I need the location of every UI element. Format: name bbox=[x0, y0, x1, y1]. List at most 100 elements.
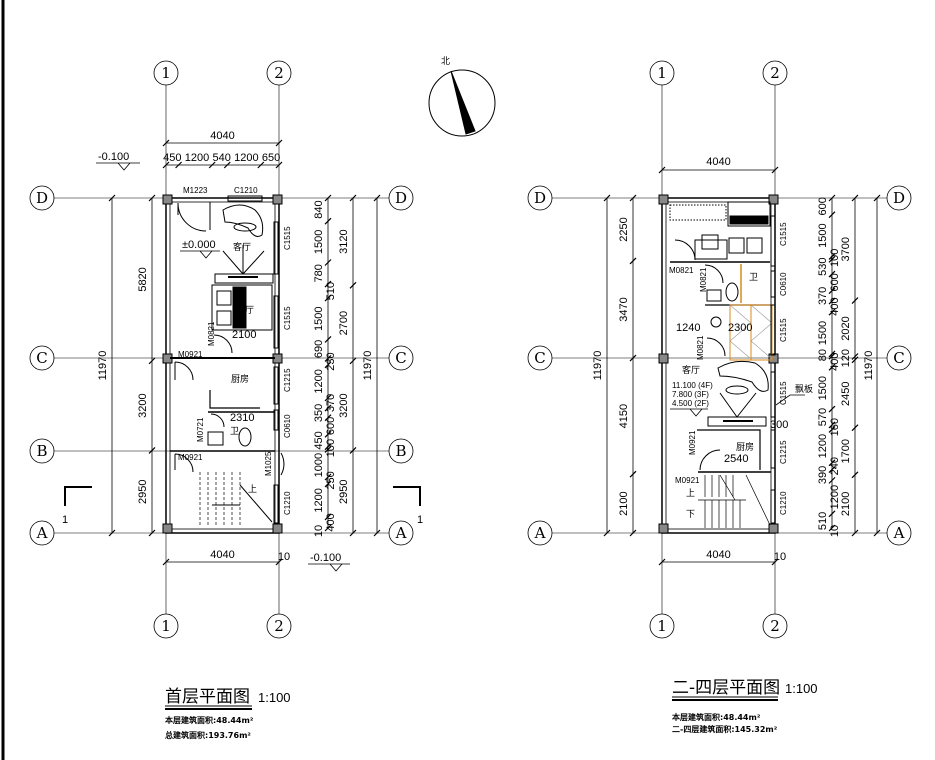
gf-top-segments-value: 450 bbox=[163, 152, 181, 164]
dim-tick bbox=[257, 161, 265, 169]
uf-right-small-value: 390 bbox=[817, 466, 829, 484]
dim-tick bbox=[828, 255, 836, 263]
dim-tick bbox=[349, 194, 357, 202]
section-mark-right-icon bbox=[393, 486, 421, 506]
wardrobe bbox=[727, 201, 771, 227]
door-m0921-2 bbox=[174, 453, 194, 473]
dim-tick bbox=[349, 529, 357, 537]
door-m0921 bbox=[699, 449, 721, 471]
uf-top-total-value: 4040 bbox=[706, 156, 730, 168]
titles: 首层平面图 1:100 本层建筑面积:48.44m² 总建筑面积:193.76m… bbox=[164, 678, 818, 740]
uf-right-small-value: 570 bbox=[817, 408, 829, 426]
axis-D-right-bubble bbox=[886, 185, 912, 211]
uf-right-small-value: 1200 bbox=[817, 434, 829, 458]
window-c1210 bbox=[770, 489, 776, 524]
dim-tick bbox=[175, 161, 183, 169]
label-c1210-side: C1210 bbox=[283, 491, 292, 515]
dim-tick bbox=[148, 357, 156, 365]
section-mark-left-icon bbox=[64, 486, 92, 506]
uf-right-small-value: 600 bbox=[817, 197, 829, 215]
ground-floor-area: 本层建筑面积:48.44m² bbox=[164, 715, 254, 725]
columns bbox=[658, 194, 779, 534]
elevation-2f: 4.500 (2F) bbox=[672, 399, 709, 408]
gf-right-small-value: 780 bbox=[313, 264, 325, 282]
uf-right-small-value: 400 bbox=[829, 353, 841, 371]
label-c1215: C1215 bbox=[283, 368, 292, 392]
window-c1210-side bbox=[273, 484, 279, 524]
canopy-label: 飘板 bbox=[795, 383, 813, 395]
window-c1210 bbox=[227, 195, 263, 202]
columns bbox=[162, 194, 283, 534]
axis-1-bottom-bubble bbox=[649, 613, 675, 639]
upper-floors-scale: 1:100 bbox=[785, 681, 818, 696]
window-c1515-2 bbox=[770, 304, 776, 356]
gf-bottom-value: 4040 bbox=[210, 549, 234, 561]
axis-D-right-label: D bbox=[893, 189, 905, 207]
dim-2540: 2540 bbox=[724, 453, 748, 465]
dim-tick bbox=[828, 287, 836, 295]
axis-A-left-label: A bbox=[36, 524, 48, 542]
gf-right-mid-value: 3120 bbox=[338, 229, 350, 253]
dim-tick bbox=[851, 529, 859, 537]
axis-D-left-bubble bbox=[527, 185, 553, 211]
axis-2-top-label: 2 bbox=[770, 64, 780, 82]
axis-C-left-bubble bbox=[527, 345, 553, 371]
gf-right-mid-value: 2700 bbox=[338, 311, 350, 335]
gf-right-small-value: 370 bbox=[325, 394, 337, 412]
gf-right-small-value: 1500 bbox=[313, 307, 325, 331]
total-area: 总建筑面积:193.76m² bbox=[165, 730, 251, 740]
uf-right-small-value: 400 bbox=[829, 297, 841, 315]
dim-tick bbox=[349, 357, 357, 365]
uf-right-small-value: 240 bbox=[829, 457, 841, 475]
axis-A-right-label: A bbox=[395, 524, 407, 542]
gf-right-small-value: 1200 bbox=[313, 369, 325, 393]
axis-1-top-bubble bbox=[649, 60, 675, 86]
uf-right-small-value: 530 bbox=[817, 257, 829, 275]
dim-tick bbox=[603, 194, 611, 202]
section-mark-right: 1 bbox=[417, 514, 423, 526]
axis-D-right-label: D bbox=[395, 189, 407, 207]
gf-top-total-value: 4040 bbox=[210, 130, 234, 142]
ground-floor-scale: 1:100 bbox=[258, 690, 291, 705]
label-c0610: C0610 bbox=[779, 272, 788, 296]
gf-right-small-value: 690 bbox=[313, 340, 325, 358]
dim-tick bbox=[629, 470, 637, 478]
dim-tick bbox=[324, 443, 332, 451]
elevation-indoor: ±0.000 bbox=[182, 239, 216, 251]
dim-tick bbox=[851, 424, 859, 432]
dim-tick bbox=[324, 430, 332, 438]
upper-floors-labels: M0821 卫 1240 2300 客厅 11.100 (4F) 7.800 (… bbox=[669, 222, 813, 520]
axis-B-left-bubble bbox=[29, 438, 55, 464]
axis-2-bottom-label: 2 bbox=[770, 617, 780, 635]
dim-tick bbox=[828, 459, 836, 467]
gf-right-small-value: 400 bbox=[325, 513, 337, 531]
ground-floor-title: 首层平面图 bbox=[165, 687, 250, 707]
axis-B-right-label: B bbox=[395, 442, 406, 460]
axis-A-right-bubble bbox=[886, 520, 912, 546]
dim-tick bbox=[275, 558, 283, 566]
door-m1025 bbox=[280, 452, 285, 476]
window-c1515-3 bbox=[770, 371, 776, 418]
axis-D-left-bubble bbox=[29, 185, 55, 211]
gf-left-segments-value: 2950 bbox=[137, 479, 149, 503]
gf-top-segments-value: 1200 bbox=[185, 152, 209, 164]
toilet bbox=[725, 282, 739, 302]
axis-D-right-bubble bbox=[388, 185, 414, 211]
axis-C-left-bubble bbox=[29, 345, 55, 371]
title-underlines bbox=[165, 696, 778, 710]
dim-tick bbox=[771, 558, 779, 566]
label-m1223: M1223 bbox=[183, 186, 208, 195]
north-compass: 北 bbox=[428, 56, 496, 137]
dim-tick bbox=[603, 529, 611, 537]
dim-tick bbox=[658, 558, 666, 566]
door-m0821 bbox=[213, 334, 233, 354]
gf-left-segments-value: 3200 bbox=[137, 393, 149, 417]
window-c1515 bbox=[770, 215, 776, 267]
dim-tick bbox=[828, 253, 836, 260]
dim-tick bbox=[162, 161, 170, 169]
gf-right-mid-value: 3200 bbox=[338, 393, 350, 417]
door-m0821-3 bbox=[706, 337, 726, 357]
window-c0610 bbox=[273, 409, 279, 431]
dim-tick bbox=[324, 361, 332, 369]
dim-tick bbox=[324, 473, 332, 481]
